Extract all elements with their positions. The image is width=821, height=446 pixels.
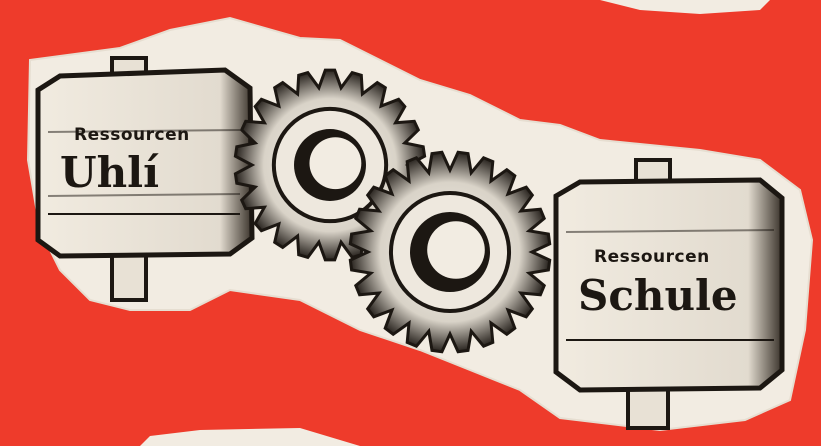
left-sign-title: Ressourcen xyxy=(74,125,190,145)
left-sign-label: Uhlí xyxy=(60,148,159,197)
right-sign: Ressourcen Schule xyxy=(556,160,782,428)
right-sign-label: Schule xyxy=(578,271,738,320)
gear-hole-highlight xyxy=(427,221,485,279)
paper-fragment-top xyxy=(600,0,770,14)
gear-hole-highlight xyxy=(309,137,361,189)
right-sign-title: Ressourcen xyxy=(594,247,710,267)
paper-fragment-bottom xyxy=(140,428,360,446)
